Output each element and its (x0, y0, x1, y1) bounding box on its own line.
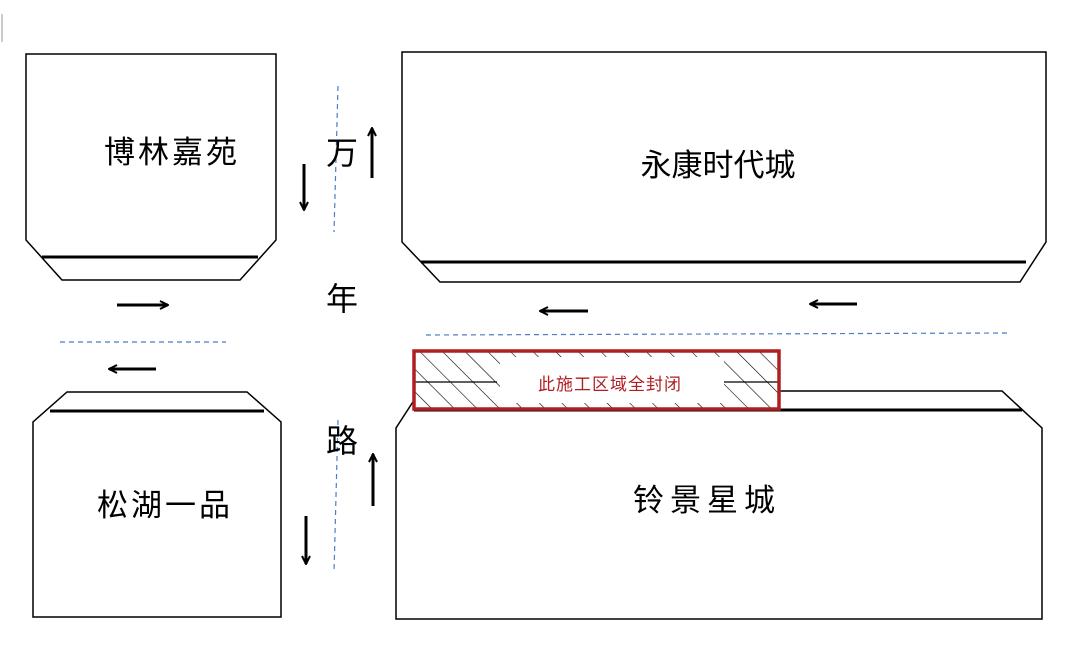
block-label-bolin: 博林嘉苑 (104, 135, 240, 171)
lane-divider-vertical-top (333, 85, 339, 233)
traffic-arrows (109, 128, 857, 564)
block-lingjing: 铃景星城 (395, 390, 1043, 620)
block-songhu: 松湖一品 (32, 391, 282, 618)
road-name-char-2: 年 (326, 280, 358, 318)
road-name-char-3: 路 (326, 422, 358, 460)
lane-divider-horizontal-right (425, 332, 1009, 336)
construction-closure-zone: 此施工区域全封闭 (412, 349, 781, 411)
block-yongkang: 永康时代城 (401, 51, 1047, 283)
block-bolin: 博林嘉苑 (25, 53, 277, 281)
closure-label: 此施工区域全封闭 (538, 375, 682, 395)
lane-dividers (60, 85, 1009, 573)
block-label-songhu: 松湖一品 (97, 488, 233, 524)
block-label-lingjing: 铃景星城 (633, 483, 781, 519)
block-label-yongkang: 永康时代城 (641, 148, 796, 184)
lane-divider-vertical-bottom (333, 419, 339, 573)
road-name-char-1: 万 (326, 134, 358, 172)
